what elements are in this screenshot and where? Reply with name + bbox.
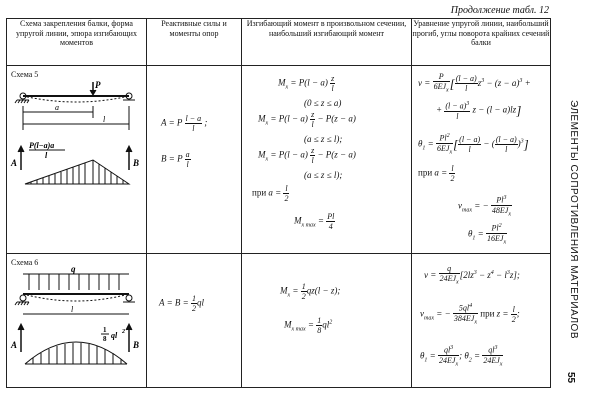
page-number: 55 <box>565 372 576 384</box>
elastic-curve <box>22 293 130 302</box>
continuation-label: Продолжение табл. 12 <box>450 5 549 16</box>
dim-label-l: l <box>71 305 74 314</box>
scheme6-beam-diagram: q l A B 1 8 ql 2 <box>10 264 139 365</box>
load-label-q: q <box>71 264 76 274</box>
load-label-p: P <box>95 80 101 90</box>
scheme5-label: Схема 5 <box>11 70 39 79</box>
reaction-label-b: B <box>132 340 139 350</box>
moment-hatching <box>30 160 124 184</box>
table-row-scheme6: Схема 6 <box>6 253 551 388</box>
reaction-label-b: B <box>132 158 139 168</box>
load-arrow-head <box>89 89 97 96</box>
header-reactions: Реактивные силы и моменты опор <box>146 18 242 66</box>
distributed-load-arrows <box>28 274 120 290</box>
moment-range-1: (0 ≤ z ≤ a) <box>304 98 342 108</box>
moment-label-ql: ql <box>111 331 118 340</box>
moment-label-sup: 2 <box>121 329 125 335</box>
elastic-curve <box>22 95 130 103</box>
header-elastic-line: Уравнение упругой линии, наибольший прог… <box>411 18 551 66</box>
dim-label-a: a <box>55 103 59 112</box>
scheme6-label: Схема 6 <box>11 258 39 267</box>
support-pin-right <box>125 294 133 302</box>
scheme5-diagram-cell: Схема 5 <box>6 65 147 254</box>
section-title-vertical: ЭЛЕМЕНТЫ СОПРОТИВЛЕНИЯ МАТЕРИАЛОВ <box>568 100 579 339</box>
reaction-label-a: A <box>10 158 17 168</box>
hatch-left <box>14 301 30 306</box>
table-row-scheme5: Схема 5 <box>6 65 551 254</box>
dim-label-l: l <box>103 115 106 124</box>
moment-hatching <box>32 343 122 364</box>
moment-label-num: 1 <box>103 326 107 334</box>
formula-table: Схема закрепления балки, форма упругой л… <box>6 18 551 388</box>
moment-label-num: P(l−a)a <box>29 141 54 150</box>
scheme5-beam-diagram: P a l A B P(l−a)a l <box>10 80 139 185</box>
moment-label-den: l <box>45 151 48 160</box>
moment-range-2: (a ≤ z ≤ l); <box>304 134 343 144</box>
moment-parabola <box>24 341 128 365</box>
hatch-left <box>14 99 30 104</box>
moment-range-3: (a ≤ z ≤ l); <box>304 170 343 180</box>
scheme6-diagram-cell: Схема 6 <box>6 253 147 388</box>
header-scheme: Схема закрепления балки, форма упругой л… <box>6 18 147 66</box>
moment-label-den: 8 <box>103 335 107 343</box>
support-pin-left <box>19 294 27 302</box>
reaction-label-a: A <box>10 340 17 350</box>
header-moments: Изгибающий момент в произвольном сечении… <box>241 18 412 66</box>
header-row: Схема закрепления балки, форма упругой л… <box>6 18 551 66</box>
moment-triangle <box>24 159 131 185</box>
